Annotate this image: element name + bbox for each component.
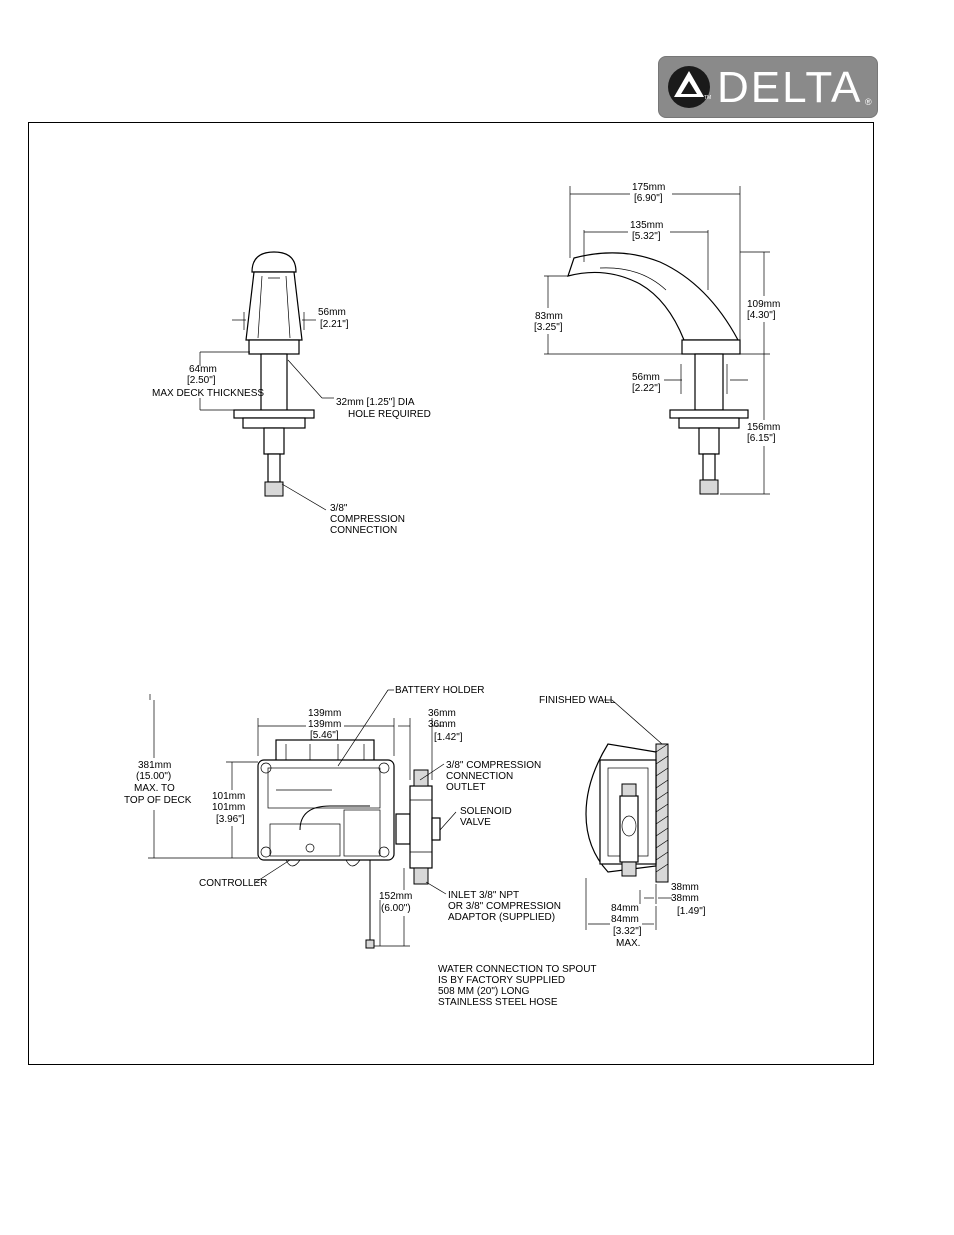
inlet-adaptor-label: ADAPTOR (SUPPLIED) (448, 912, 555, 923)
deck-64-inch-label: [2.50"] (187, 375, 216, 386)
side-view-faucet (567, 252, 749, 495)
registered-mark: ® (865, 97, 872, 107)
ctrl-36-label-a: 36mm (428, 708, 456, 719)
inlet-label: INLET 3/8" NPT (448, 890, 519, 901)
side-view-dimensions (544, 186, 770, 495)
hole-required-label: HOLE REQUIRED (348, 409, 431, 420)
height-101-label-a: 101mm (212, 791, 245, 802)
height-101-label-b: 101mm (212, 802, 245, 813)
inlet-compression-label: OR 3/8" COMPRESSION (448, 901, 561, 912)
compression-size-label: 3/8" (330, 503, 348, 514)
height-381-inch-label: (15.00") (136, 771, 171, 782)
side-156-inch-label: [6.15"] (747, 433, 776, 444)
controller-dimensions (148, 689, 457, 947)
side-56-inch-label: [2.22"] (632, 383, 661, 394)
front-56-label: 56mm (318, 307, 346, 318)
side-83-inch-label: [3.25"] (534, 322, 563, 333)
ctrl-139-label-a: 139mm (308, 708, 341, 719)
front-view-dimensions (199, 312, 334, 511)
brand-name: DELTA (717, 63, 863, 112)
drawing-frame (28, 122, 874, 1065)
note-line-1: WATER CONNECTION TO SPOUT (438, 964, 597, 975)
side-156-label: 156mm (747, 422, 780, 433)
side-109-label: 109mm (747, 299, 780, 310)
length-152-label: 152mm (379, 891, 412, 902)
ctrl-36-label-b: 36mm (428, 719, 456, 730)
outlet-label: OUTLET (446, 782, 485, 793)
delta-triangle-icon (668, 66, 710, 108)
delta-logo: DELTA TM ® (658, 56, 878, 118)
side-135-inch-label: [5.32"] (632, 231, 661, 242)
note-line-4: STAINLESS STEEL HOSE (438, 997, 558, 1008)
battery-holder-label: BATTERY HOLDER (395, 685, 484, 696)
solenoid-label: SOLENOID (460, 806, 512, 817)
connection-label: CONNECTION (330, 525, 397, 536)
wall-84-inch-label: [3.32"] (613, 926, 642, 937)
deck-max-label: MAX DECK THICKNESS (152, 388, 264, 399)
outlet-size-label: 3/8" COMPRESSION (446, 760, 541, 771)
wall-38-label-b: 38mm (671, 893, 699, 904)
wall-38-inch-label: [1.49"] (677, 906, 706, 917)
controller-label: CONTROLLER (199, 878, 267, 889)
ctrl-36-inch-label: [1.42"] (434, 732, 463, 743)
wall-84-max-label: MAX. (616, 938, 640, 949)
wall-mount-dimensions (585, 699, 672, 930)
controller-box (257, 739, 441, 949)
front-56-inch-label: [2.21"] (320, 319, 349, 330)
outlet-connection-label: CONNECTION (446, 771, 513, 782)
note-line-2: IS BY FACTORY SUPPLIED (438, 975, 565, 986)
side-83-label: 83mm (535, 311, 563, 322)
side-175-inch-label: [6.90"] (634, 193, 663, 204)
side-135-label: 135mm (630, 220, 663, 231)
side-175-label: 175mm (632, 182, 665, 193)
wall-38-label-a: 38mm (671, 882, 699, 893)
hole-dia-label: 32mm [1.25"] DIA (336, 397, 415, 408)
ctrl-139-label-b: 139mm (308, 719, 341, 730)
side-56-label: 56mm (632, 372, 660, 383)
valve-label: VALVE (460, 817, 491, 828)
wall-84-label-a: 84mm (611, 903, 639, 914)
height-top-deck-label: TOP OF DECK (124, 795, 192, 806)
side-109-inch-label: [4.30"] (747, 310, 776, 321)
height-381-label: 381mm (138, 760, 171, 771)
trademark-mark: TM (704, 95, 712, 101)
note-line-3: 508 MM (20") LONG (438, 986, 530, 997)
ctrl-139-inch-label: [5.46"] (310, 730, 339, 741)
height-max-label: MAX. TO (134, 783, 175, 794)
wall-84-label-b: 84mm (611, 914, 639, 925)
finished-wall-label: FINISHED WALL (539, 695, 616, 706)
compression-label: COMPRESSION (330, 514, 405, 525)
height-101-inch-label: [3.96"] (216, 814, 245, 825)
front-view-faucet (233, 251, 315, 497)
wall-mount-view (585, 743, 669, 883)
length-152-inch-label: (6.00") (381, 903, 411, 914)
deck-64-label: 64mm (189, 364, 217, 375)
